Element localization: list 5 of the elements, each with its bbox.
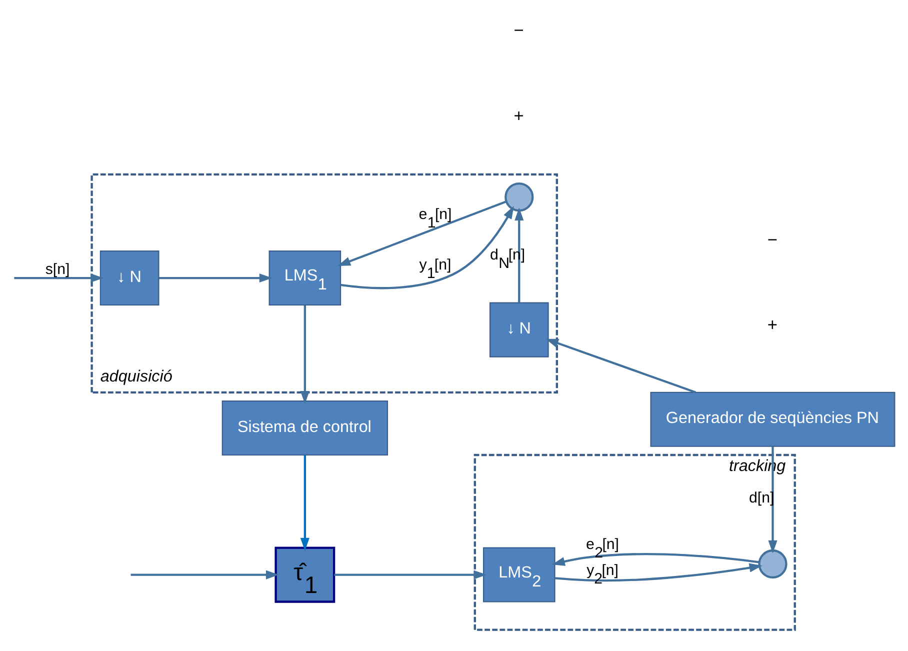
label: +	[767, 314, 778, 335]
label: +	[514, 105, 524, 126]
edge-label: s[n]	[45, 260, 70, 278]
label: −	[767, 229, 778, 250]
label: −	[514, 20, 524, 40]
